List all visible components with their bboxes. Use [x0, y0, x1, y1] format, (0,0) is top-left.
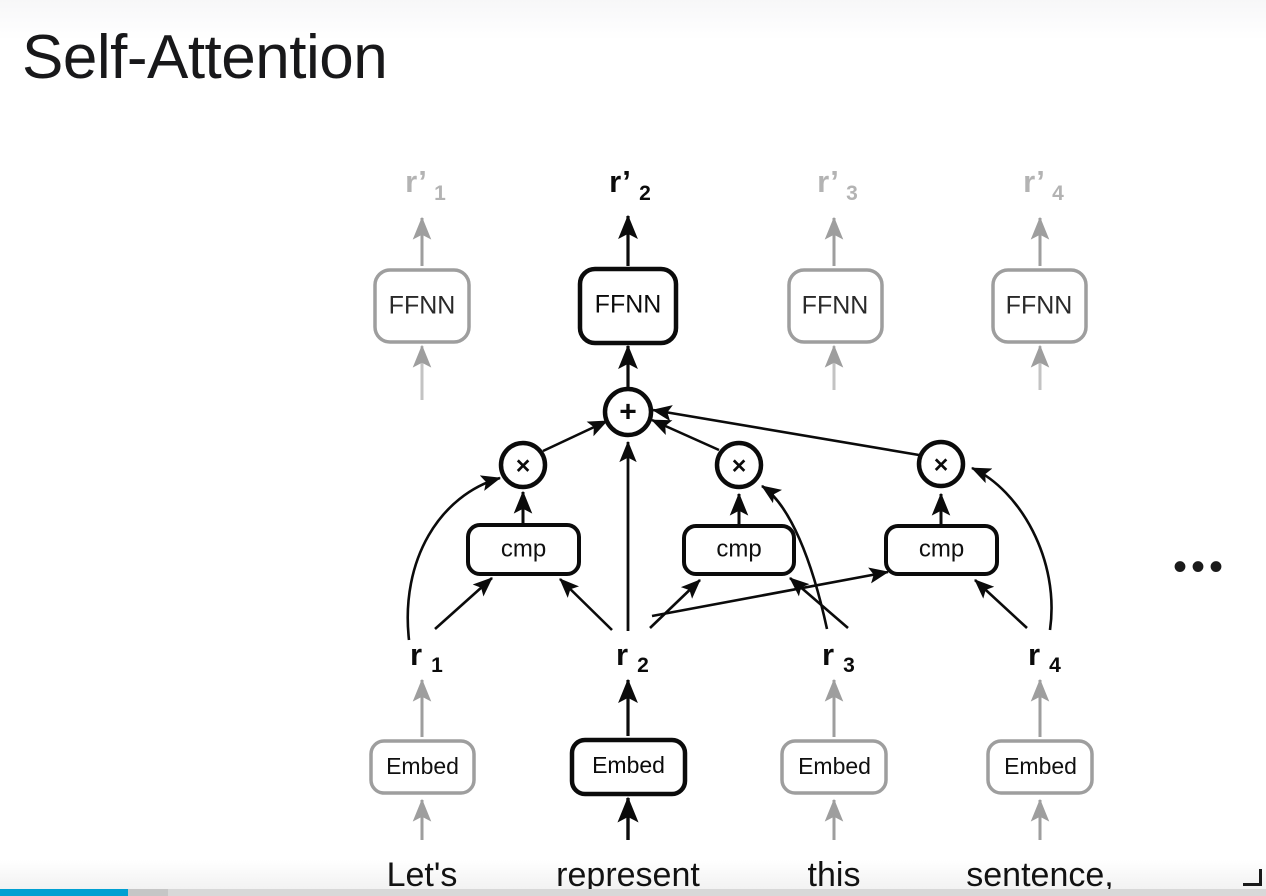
r1-label: r: [410, 637, 422, 672]
embed-box-2[interactable]: [569, 737, 688, 797]
embed-box-2-label: Embed: [592, 752, 665, 778]
arrow-mul4-to-sum: [651, 405, 920, 457]
ffnn-box-3-label: FFNN: [802, 292, 869, 320]
embed-box-3[interactable]: [780, 739, 888, 795]
multiply-node-1[interactable]: [498, 440, 548, 490]
arrow-r4-to-mul4-curve: [971, 466, 1053, 631]
r3-label: r: [822, 637, 834, 672]
embed-box-1[interactable]: [369, 739, 476, 795]
arrow-mul1-to-sum: [542, 419, 608, 453]
arrow-r2-to-cmp1: [559, 578, 613, 631]
multiply-node-1-glyph: ×: [516, 452, 531, 480]
r4-subscript: 4: [1049, 654, 1061, 677]
embed-box-1-label: Embed: [386, 753, 459, 779]
ffnn-box-1[interactable]: [373, 268, 471, 344]
r3-subscript: 3: [843, 654, 855, 677]
page-title: Self-Attention: [22, 23, 388, 92]
r4-label: r: [1028, 637, 1040, 672]
column-4-group: Embed r 4 cmp × FFNN r’ 4: [651, 164, 1094, 840]
ffnn-box-1-label: FFNN: [389, 292, 456, 320]
r3-prime-subscript: 3: [846, 182, 858, 205]
arrow-r2-to-cmp3: [649, 579, 701, 629]
r2-label: r: [616, 637, 628, 672]
column-3-group: Embed r 3 cmp × FFNN r’ 3: [651, 164, 888, 840]
ffnn-box-2-label: FFNN: [595, 291, 662, 319]
word-label-1: Let's: [387, 856, 458, 894]
cmp-box-1[interactable]: [466, 523, 581, 576]
arrow-r1-to-cmp1: [434, 577, 493, 630]
r4-prime-subscript: 4: [1052, 182, 1064, 205]
r2-prime-subscript: 2: [639, 182, 651, 205]
cmp-box-1-label: cmp: [501, 535, 546, 562]
column-1-group: Embed r 1 cmp × FFNN r’: [369, 164, 608, 840]
arrow-mul3-to-sum: [651, 418, 720, 452]
r1-prime-subscript: 1: [434, 182, 446, 205]
r3-prime-label: r’: [817, 164, 839, 199]
ffnn-box-2[interactable]: [577, 266, 679, 346]
multiply-node-3-glyph: ×: [732, 452, 747, 480]
word-label-3: this: [808, 856, 861, 894]
video-progress-played: [0, 889, 128, 896]
ffnn-box-3[interactable]: [787, 268, 884, 344]
multiply-node-4-glyph: ×: [934, 451, 949, 479]
ffnn-box-4-label: FFNN: [1006, 292, 1073, 320]
arrow-r3-to-cmp3: [789, 577, 849, 629]
cmp-box-4-label: cmp: [919, 535, 964, 562]
word-label-2: represent: [556, 856, 700, 894]
cmp-box-4[interactable]: [884, 524, 999, 576]
arrow-r1-to-mul1-curve: [406, 475, 502, 641]
ellipsis-label: •••: [1173, 545, 1227, 589]
video-progress-bar[interactable]: [0, 889, 1266, 896]
corner-bracket-icon: [1243, 869, 1262, 886]
r2-prime-label: r’: [609, 164, 631, 199]
embed-box-4[interactable]: [986, 739, 1094, 795]
r2-subscript: 2: [637, 654, 649, 677]
embed-box-4-label: Embed: [1004, 753, 1077, 779]
arrow-r3-to-mul3-curve: [761, 484, 829, 630]
r4-prime-label: r’: [1023, 164, 1045, 199]
r1-subscript: 1: [431, 654, 443, 677]
multiply-node-3[interactable]: [714, 440, 764, 490]
multiply-node-4[interactable]: [916, 439, 966, 489]
ffnn-box-4[interactable]: [991, 268, 1088, 344]
cmp-box-3[interactable]: [682, 524, 796, 576]
word-label-4: sentence,: [966, 856, 1113, 894]
sum-node-glyph: +: [619, 396, 637, 429]
arrow-r4-to-cmp4: [974, 579, 1028, 629]
column-2-group: Embed r 2 + FFNN r’ 2: [559, 164, 890, 840]
sum-node[interactable]: [602, 386, 654, 438]
cmp-box-3-label: cmp: [716, 535, 761, 562]
r1-prime-label: r’: [405, 164, 427, 199]
arrow-r2-to-cmp4: [651, 567, 890, 618]
embed-box-3-label: Embed: [798, 753, 871, 779]
